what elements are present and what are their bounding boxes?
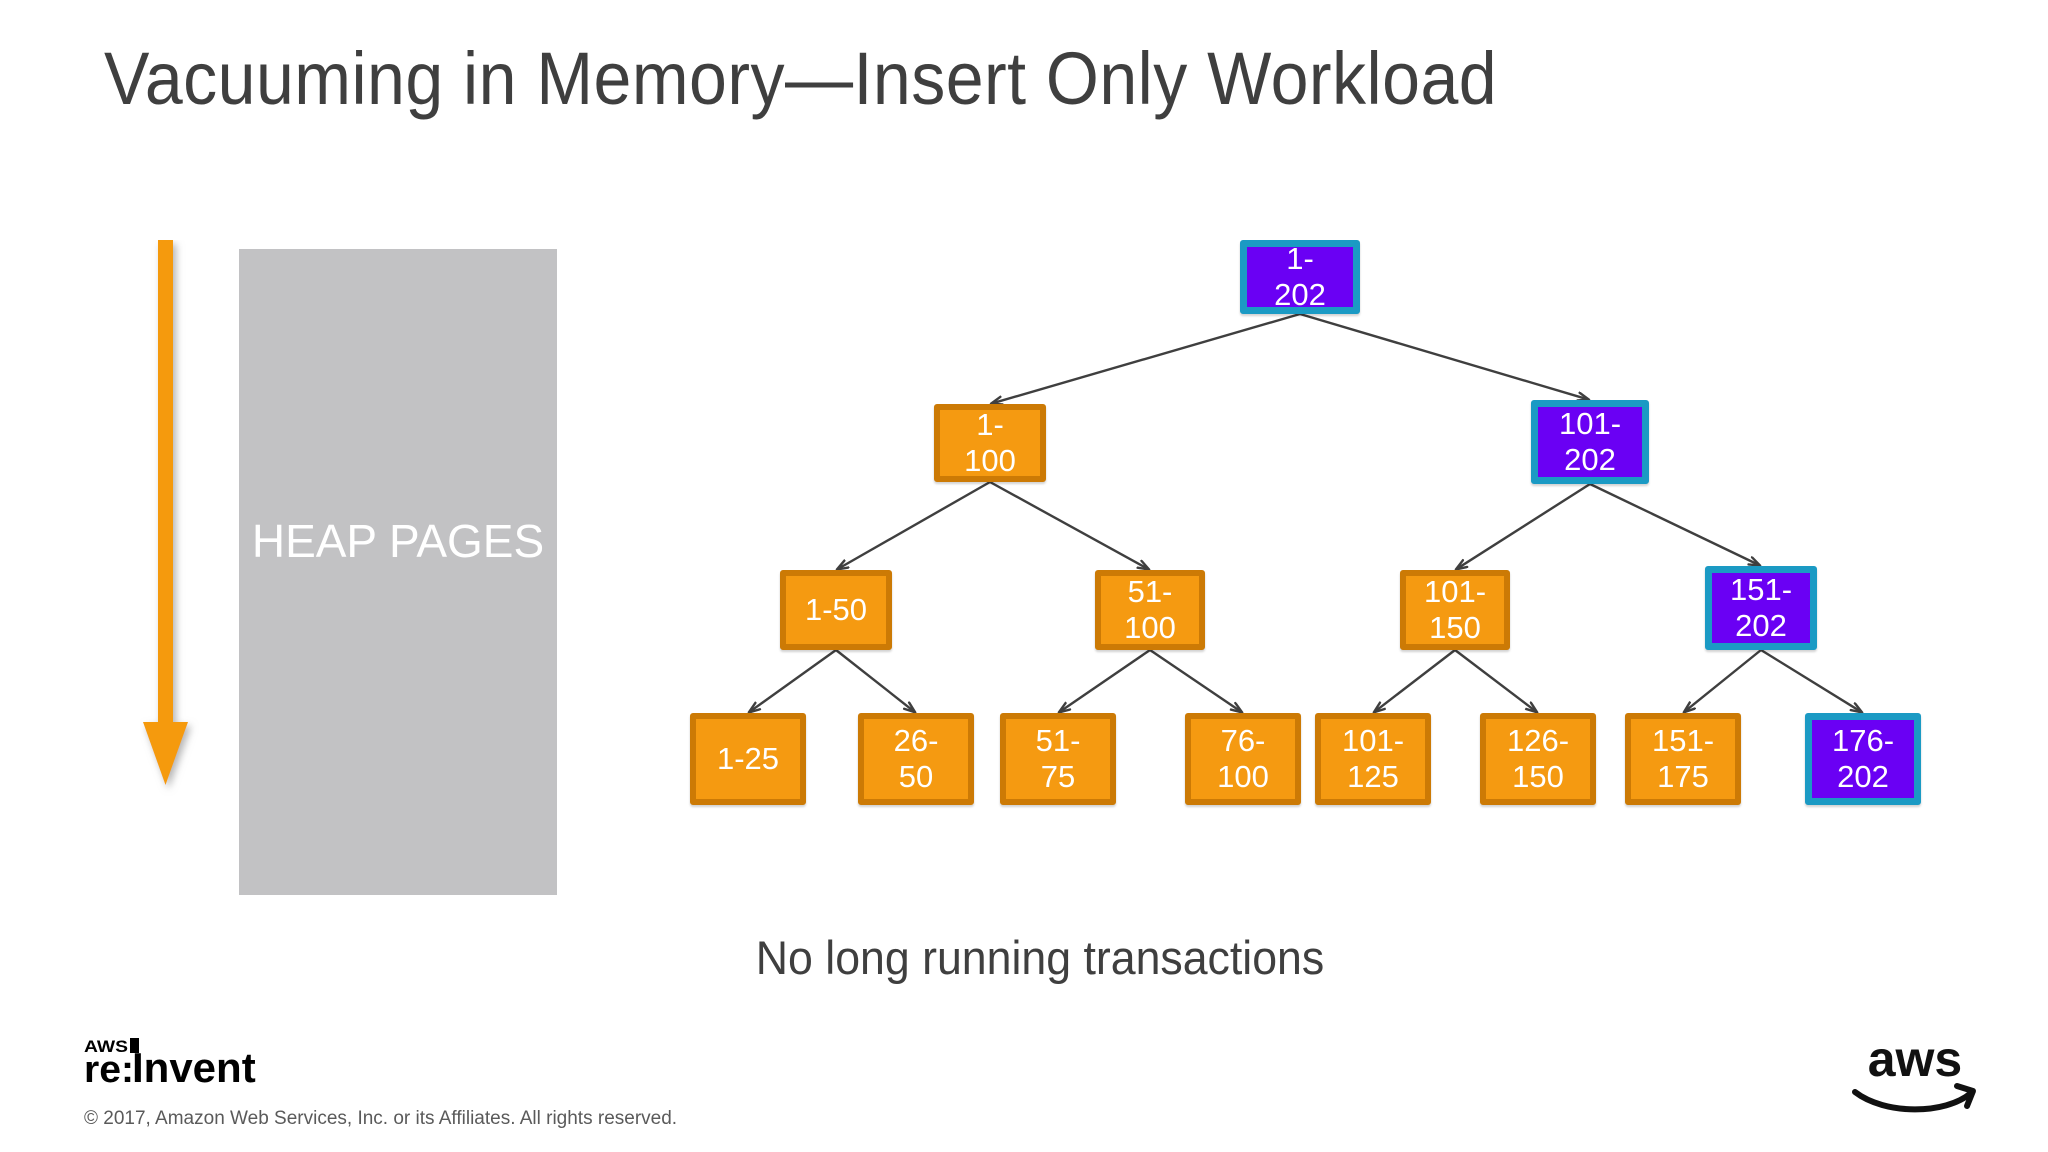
tree-node: 1- 202: [1240, 240, 1360, 314]
tree-node-label: 151- 202: [1729, 572, 1793, 643]
tree-node: 101- 150: [1400, 570, 1510, 650]
heap-pages-label: HEAP PAGES: [251, 515, 545, 567]
tree-node-label: 101- 125: [1341, 723, 1405, 794]
page-title: Vacuuming in Memory—Insert Only Workload: [104, 37, 1498, 120]
tree-node-label: 26- 50: [893, 723, 939, 794]
tree-node: 101- 125: [1315, 713, 1431, 805]
tree-node: 126- 150: [1480, 713, 1596, 805]
tree-node-label: 76- 100: [1217, 723, 1269, 794]
reinvent-invent-text: Invent: [132, 1044, 256, 1091]
tree-node: 51- 100: [1095, 570, 1205, 650]
tree-edge: [989, 480, 1148, 569]
aws-logo: aws: [1852, 1031, 1976, 1113]
tree-node-label: 51- 100: [1124, 574, 1176, 645]
reinvent-aws-text: AWS: [84, 1037, 128, 1056]
tree-node: 176- 202: [1805, 713, 1921, 805]
tree-node-label: 1-25: [716, 741, 780, 776]
tree-edge: [838, 480, 991, 569]
reinvent-logo: AWS re: Invent: [84, 1037, 256, 1091]
tree-node-label: 51- 75: [1035, 723, 1081, 794]
tree-node: 151- 175: [1625, 713, 1741, 805]
tree-node: 101- 202: [1531, 400, 1649, 484]
tree-node-label: 176- 202: [1831, 723, 1895, 794]
tree-node-label: 101- 150: [1423, 574, 1487, 645]
tree-edge: [992, 312, 1301, 403]
tree-edge: [1454, 649, 1536, 712]
tree-edge: [1457, 482, 1591, 569]
tree-node-label: 126- 150: [1506, 723, 1570, 794]
slide-caption: No long running transactions: [755, 931, 1325, 984]
tree-node-label: 1- 100: [964, 407, 1016, 478]
tree-node: 26- 50: [858, 713, 974, 805]
tree-node-label: 101- 202: [1558, 406, 1622, 477]
aws-logo-text: aws: [1868, 1031, 1963, 1087]
tree-node: 1-50: [780, 570, 892, 650]
copyright-text: © 2017, Amazon Web Services, Inc. or its…: [84, 1108, 678, 1129]
tree-node: 76- 100: [1185, 713, 1301, 805]
tree-edge: [750, 649, 837, 712]
tree-node: 1-25: [690, 713, 806, 805]
tree-edge: [1589, 482, 1759, 565]
tree-edge: [1375, 649, 1456, 712]
tree-node-label: 151- 175: [1651, 723, 1715, 794]
reinvent-re-text: re:: [84, 1049, 134, 1091]
tree-node-label: 1- 202: [1274, 241, 1326, 312]
tree-edge: [1060, 649, 1151, 712]
tree-node-label: 1-50: [804, 592, 868, 627]
tree-node: 51- 75: [1000, 713, 1116, 805]
heap-pages-block: [239, 249, 557, 895]
tree-edge: [1149, 649, 1241, 712]
tree-edge: [835, 649, 914, 712]
tree-node: 151- 202: [1705, 566, 1817, 650]
tree-edge: [1299, 312, 1588, 399]
tree-edge: [1685, 649, 1762, 712]
tree-edge: [1760, 648, 1861, 712]
down-arrow-icon: [143, 240, 188, 785]
tree-node: 1- 100: [934, 404, 1046, 482]
